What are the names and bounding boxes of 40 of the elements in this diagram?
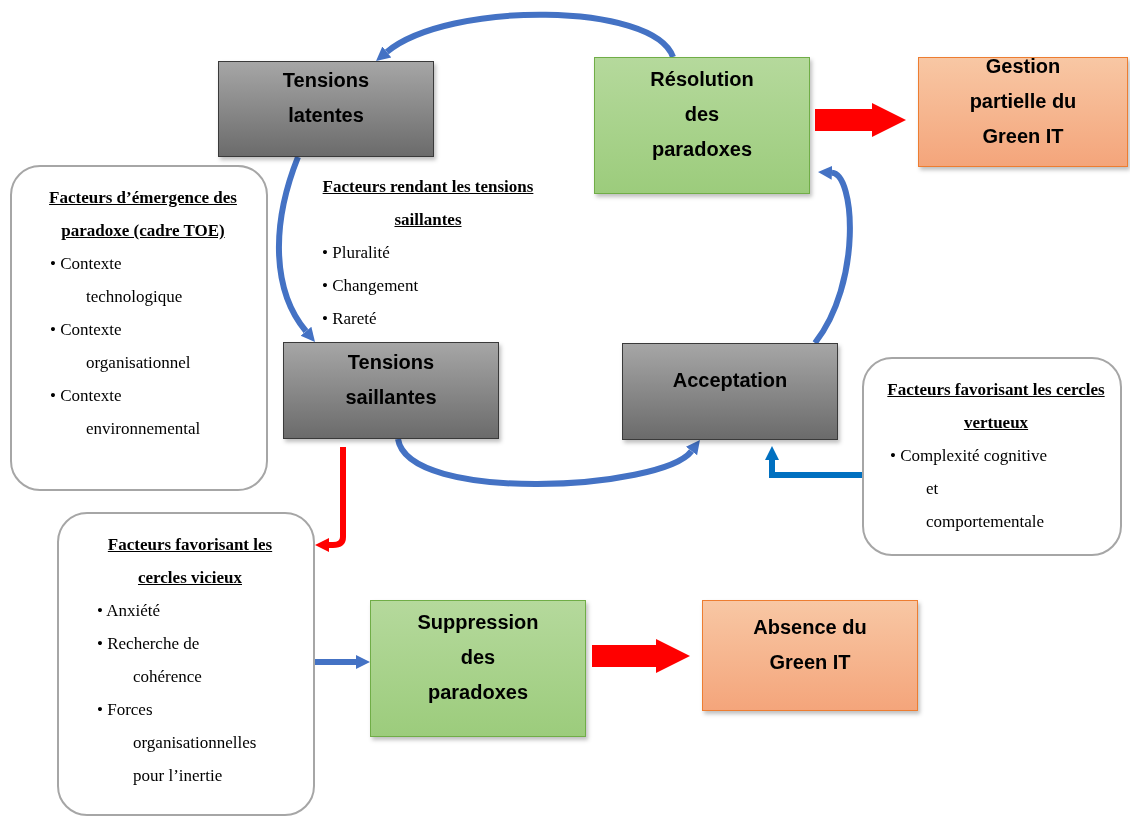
list-heading: Facteurs rendant les tensions saillantes	[321, 176, 535, 231]
box-label: Acceptation	[672, 369, 788, 391]
bullet-item: • Changement	[322, 275, 420, 297]
arrow	[315, 655, 370, 669]
arrow	[812, 166, 853, 345]
note-heading: Facteurs d’émergence des paradoxe (cadre TOE)	[48, 187, 238, 242]
bullet-item: • Anxiété	[97, 600, 162, 622]
box-label: Tensions latentes	[282, 69, 370, 126]
process-box	[702, 600, 918, 711]
note-card	[862, 357, 1122, 556]
process-box	[283, 342, 499, 439]
bullet-item: • Contexte technologique	[50, 253, 184, 308]
arrow	[815, 103, 906, 137]
bullet-item: • Pluralité	[322, 242, 391, 264]
process-box	[594, 57, 810, 194]
process-box	[370, 600, 586, 737]
box-label: Résolution des paradoxes	[650, 68, 754, 160]
process-box	[622, 343, 838, 440]
box-label: Gestion partielle du Green IT	[969, 54, 1077, 147]
process-box	[918, 57, 1128, 167]
process-box	[218, 61, 434, 157]
note-card	[57, 512, 315, 816]
arrow	[315, 447, 346, 552]
box-label: Absence du Green IT	[753, 615, 867, 673]
bullet-item: • Complexité cognitive et comportementale	[890, 445, 1049, 533]
note-card	[10, 165, 268, 491]
arrow	[276, 155, 315, 343]
note-heading: Facteurs favorisant les cercles vertueux	[886, 379, 1106, 434]
bullet-item: • Forces organisationnelles pour l’inertie	[97, 699, 258, 787]
arrow	[765, 446, 862, 478]
arrow	[592, 639, 690, 673]
box-label: Suppression des paradoxes	[417, 611, 539, 703]
arrow	[395, 437, 703, 487]
arrow	[375, 11, 676, 60]
bullet-item: • Rareté	[322, 308, 378, 330]
bullet-item: • Recherche de cohérence	[97, 633, 203, 688]
bullet-item: • Contexte environnemental	[50, 385, 202, 440]
bullet-item: • Contexte organisationnel	[50, 319, 192, 374]
box-label: Tensions saillantes	[345, 350, 437, 408]
note-heading: Facteurs favorisant les cercles vicieux	[106, 534, 274, 589]
